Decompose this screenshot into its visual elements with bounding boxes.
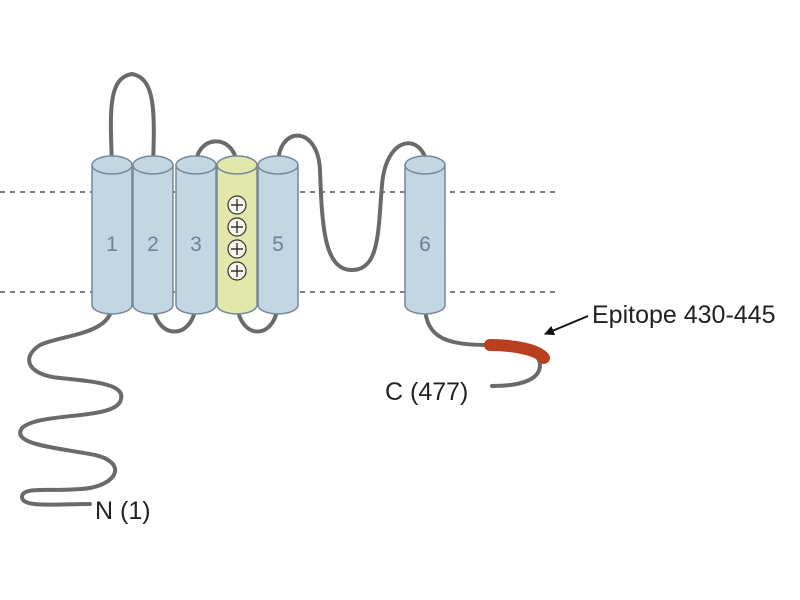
helix-s5-label: 5 xyxy=(272,233,284,256)
helix-s2-cap xyxy=(132,155,174,175)
helix-s4-cap xyxy=(216,155,258,175)
loop-s5-s6 xyxy=(276,133,429,272)
loop-s1-s2 xyxy=(108,72,156,167)
helix-s6-body xyxy=(404,164,446,315)
transmembrane-helices: 1 2 3 5 6 xyxy=(91,155,446,315)
helix-s5-cap xyxy=(257,155,299,175)
c-terminus-label: C (477) xyxy=(385,378,468,406)
epitope-label: Epitope 430-445 xyxy=(592,301,775,329)
helix-s2-body xyxy=(132,164,174,315)
helix-s1-body xyxy=(91,164,133,315)
helix-s3-body xyxy=(175,164,217,315)
plus-sign xyxy=(231,243,243,255)
plus-sign xyxy=(231,265,243,277)
helix-s3-label: 3 xyxy=(190,233,202,256)
helix-s6: 6 xyxy=(404,155,446,315)
n-terminal-tail xyxy=(18,303,124,507)
plus-sign xyxy=(231,199,243,211)
helix-s1-cap xyxy=(91,155,133,175)
helix-s5: 5 xyxy=(257,155,299,315)
helix-s6-cap xyxy=(404,155,446,175)
helix-s5-body xyxy=(257,164,299,315)
helix-s1-label: 1 xyxy=(106,233,118,256)
helix-s2: 2 xyxy=(132,155,174,315)
helix-s2-label: 2 xyxy=(147,233,159,256)
epitope-arrow xyxy=(544,315,589,336)
helix-s3-cap xyxy=(175,155,217,175)
plus-sign xyxy=(231,221,243,233)
helix-s3: 3 xyxy=(175,155,217,315)
helix-s1: 1 xyxy=(91,155,133,315)
helix-s4 xyxy=(216,155,258,315)
helix-s6-label: 6 xyxy=(419,233,431,256)
epitope-region xyxy=(484,339,550,364)
n-terminus-label: N (1) xyxy=(95,497,151,525)
